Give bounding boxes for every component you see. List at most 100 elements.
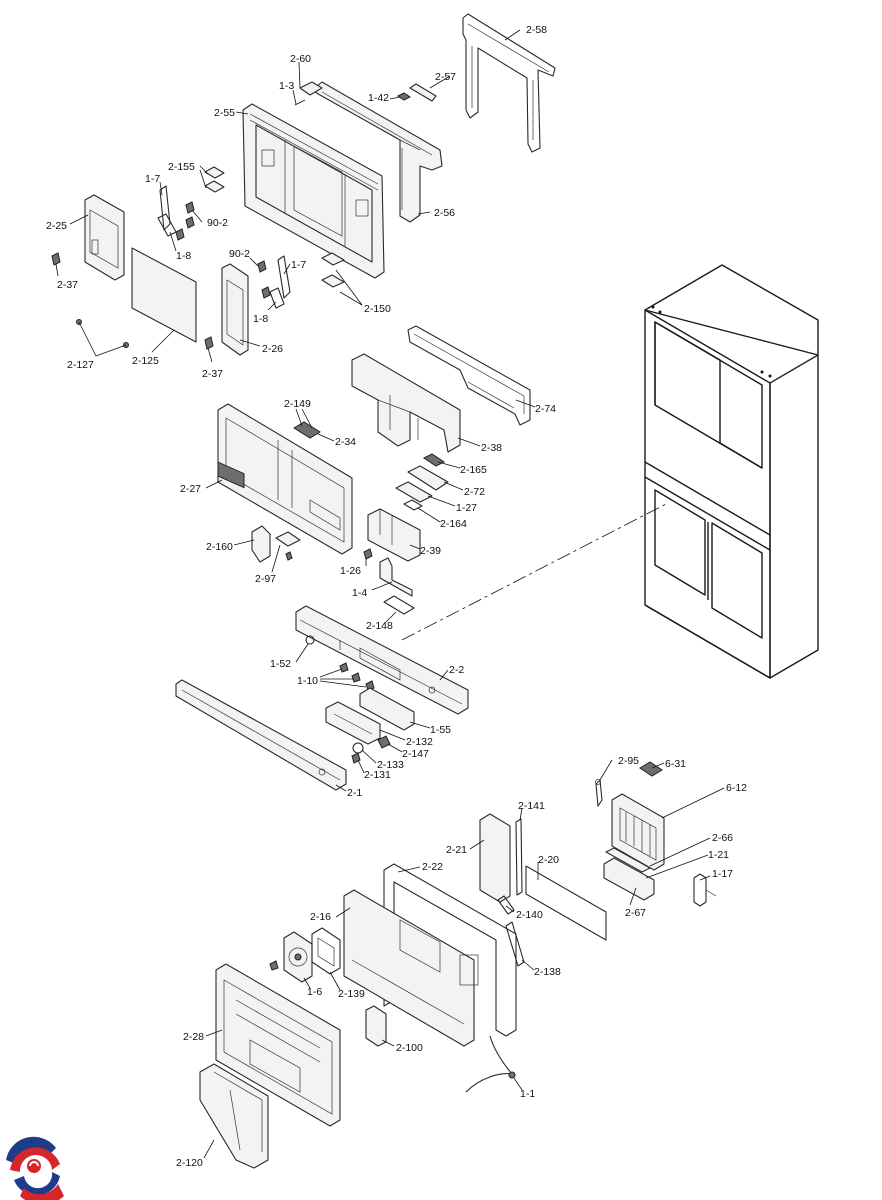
heater-6-12 [611, 793, 665, 871]
gasket-2-58 [462, 13, 556, 153]
part-2-133 [352, 742, 364, 754]
label-1-27: 1-27 [456, 502, 477, 514]
shroud-2-139 [311, 927, 341, 975]
label-2-131: 2-131 [364, 769, 391, 781]
label-6-12: 6-12 [726, 782, 747, 794]
label-2-34: 2-34 [335, 436, 356, 448]
sheet-2-20 [525, 865, 607, 941]
label-2-25: 2-25 [46, 220, 67, 232]
side-panel-2-25 [84, 194, 125, 281]
label-2-155: 2-155 [168, 161, 195, 173]
duct-2-38 [351, 353, 461, 453]
label-2-100: 2-100 [396, 1042, 423, 1054]
label-1-6: 1-6 [307, 986, 322, 998]
label-2-74: 2-74 [535, 403, 556, 415]
cover-2-125 [131, 247, 197, 343]
part-2-100 [365, 1005, 387, 1047]
label-2-55: 2-55 [214, 107, 235, 119]
label-2-66: 2-66 [712, 832, 733, 844]
top-duct-2-56 [311, 81, 443, 223]
label-2-56: 2-56 [434, 207, 455, 219]
label-2-37-left: 2-37 [57, 279, 78, 291]
label-2-38: 2-38 [481, 442, 502, 454]
label-2-149: 2-149 [284, 398, 311, 410]
label-2-138: 2-138 [534, 966, 561, 978]
label-2-60: 2-60 [290, 53, 311, 65]
label-1-42: 1-42 [368, 92, 389, 104]
part-1-27 [395, 481, 433, 503]
label-2-148: 2-148 [366, 620, 393, 632]
label-2-120: 2-120 [176, 1157, 203, 1169]
label-2-147: 2-147 [402, 748, 429, 760]
label-6-31: 6-31 [665, 758, 686, 770]
cover-2-28 [215, 963, 341, 1127]
label-2-140: 2-140 [516, 909, 543, 921]
labels-2-150 [321, 252, 345, 288]
part-1-10 [339, 662, 375, 691]
bracket-1-55 [359, 687, 415, 731]
fan-1-6 [269, 931, 313, 983]
label-2-72: 2-72 [464, 486, 485, 498]
label-2-164: 2-164 [440, 518, 467, 530]
label-2-150: 2-150 [364, 303, 391, 315]
label-1-17: 1-17 [712, 868, 733, 880]
tray-2-67 [603, 857, 655, 901]
label-2-58: 2-58 [526, 24, 547, 36]
callout-labels: 2-58 2-60 2-57 1-3 1-42 2-55 2-155 1-7 9… [46, 24, 747, 1169]
label-2-165: 2-165 [460, 464, 487, 476]
refrigerator-cabinet-outline [401, 264, 819, 679]
label-1-10: 1-10 [297, 675, 318, 687]
label-2-133: 2-133 [377, 759, 404, 771]
label-2-37-right: 2-37 [202, 368, 223, 380]
label-2-139: 2-139 [338, 988, 365, 1000]
part-2-164 [403, 499, 423, 511]
label-2-57: 2-57 [435, 71, 456, 83]
hinge-1-7-right [269, 255, 291, 309]
label-1-7-left: 1-7 [145, 173, 160, 185]
label-90-2-left: 90-2 [207, 217, 228, 229]
wire-1-1 [465, 1035, 516, 1093]
screw-2-37-left [51, 252, 61, 266]
label-2-1: 2-1 [347, 787, 362, 799]
duct-2-120 [199, 1063, 269, 1169]
trim-2-1 [175, 679, 347, 791]
label-1-8-right: 1-8 [253, 313, 268, 325]
part-1-4 [379, 557, 413, 597]
label-2-16: 2-16 [310, 911, 331, 923]
label-90-2-right: 90-2 [229, 248, 250, 260]
label-1-4: 1-4 [352, 587, 367, 599]
label-2-2: 2-2 [449, 664, 464, 676]
part-6-31 [639, 761, 663, 777]
label-2-95: 2-95 [618, 755, 639, 767]
part-1-17 [693, 873, 717, 907]
label-1-3: 1-3 [279, 80, 294, 92]
part-1-42 [397, 92, 411, 101]
part-2-72 [407, 465, 449, 491]
bracket-2-132 [325, 701, 381, 745]
part-2-165 [423, 453, 445, 467]
evaporator-cover-2-27 [217, 403, 353, 555]
label-2-21: 2-21 [446, 844, 467, 856]
panel-2-21 [479, 813, 511, 903]
part-2-66 [605, 847, 651, 873]
clips-2-127 [76, 319, 129, 348]
evaporator-2-16 [343, 889, 479, 1047]
label-2-97: 2-97 [255, 573, 276, 585]
part-2-148 [383, 595, 415, 615]
label-2-22: 2-22 [422, 861, 443, 873]
label-2-141: 2-141 [518, 800, 545, 812]
gasket-2-74 [407, 325, 531, 426]
brand-logo-icon [4, 1136, 64, 1200]
housing-2-2 [295, 605, 469, 715]
part-1-26 [363, 548, 373, 560]
label-2-132: 2-132 [406, 736, 433, 748]
label-2-20: 2-20 [538, 854, 559, 866]
screws-90-2-left [175, 201, 195, 241]
tube-2-138 [505, 921, 525, 967]
part-2-95 [595, 779, 603, 807]
part-1-52 [305, 635, 315, 645]
leader-lines [55, 29, 725, 1159]
part-2-57 [409, 83, 437, 102]
label-2-27: 2-27 [180, 483, 201, 495]
